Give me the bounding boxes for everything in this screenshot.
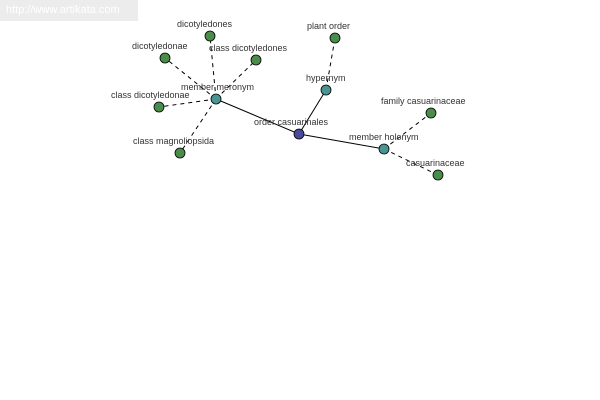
node-label-casuarinaceae[interactable]: casuarinaceae xyxy=(406,158,465,168)
edge-member-holonym-to-casuarinaceae xyxy=(383,148,439,176)
node-dot-casuarinaceae[interactable] xyxy=(432,169,444,181)
node-casuarinaceae[interactable]: casuarinaceae xyxy=(406,158,465,181)
edge-root-to-member-holonym xyxy=(298,133,385,150)
node-family-casuarinaceae[interactable]: family casuarinaceae xyxy=(381,96,466,119)
watermark-url: http://www.artikata.com xyxy=(0,0,138,21)
node-dot-family-casuarinaceae[interactable] xyxy=(425,107,437,119)
node-dot-class-dicotyledonae[interactable] xyxy=(153,101,165,113)
edge-member-holonym-to-family-casuarinaceae xyxy=(383,112,432,150)
nodes-layer: order casuarinales member meronym hypernym… xyxy=(111,19,466,181)
node-class-dicotyledones[interactable]: class dicotyledones xyxy=(209,43,288,66)
node-label-class-dicotyledonae[interactable]: class dicotyledonae xyxy=(111,90,190,100)
node-dot-hypernym[interactable] xyxy=(320,84,332,96)
node-member-holonym[interactable]: member holonym xyxy=(349,132,419,155)
node-label-hypernym[interactable]: hypernym xyxy=(306,73,346,83)
edge-hypernym-to-plant-order xyxy=(325,37,336,91)
node-label-member-holonym[interactable]: member holonym xyxy=(349,132,419,142)
node-dot-member-holonym[interactable] xyxy=(378,143,390,155)
edge-root-to-member-meronym xyxy=(215,98,300,135)
node-label-member-meronym[interactable]: member meronym xyxy=(181,82,254,92)
edge-member-meronym-to-dicotyledones xyxy=(209,35,217,100)
node-dot-dicotyledones[interactable] xyxy=(204,30,216,42)
node-class-dicotyledonae[interactable]: class dicotyledonae xyxy=(111,90,190,113)
node-dot-class-dicotyledones[interactable] xyxy=(250,54,262,66)
node-label-plant-order[interactable]: plant order xyxy=(307,21,350,31)
node-label-class-magnoliopsida[interactable]: class magnoliopsida xyxy=(133,136,214,146)
node-dot-root[interactable] xyxy=(293,128,305,140)
node-member-meronym[interactable]: member meronym xyxy=(181,82,254,105)
node-label-class-dicotyledones[interactable]: class dicotyledones xyxy=(209,43,288,53)
edges-layer xyxy=(158,35,439,176)
edge-member-meronym-to-dicotyledonae xyxy=(164,57,217,100)
node-label-dicotyledonae[interactable]: dicotyledonae xyxy=(132,41,188,51)
node-root[interactable]: order casuarinales xyxy=(254,117,329,140)
node-label-root[interactable]: order casuarinales xyxy=(254,117,329,127)
node-label-dicotyledones[interactable]: dicotyledones xyxy=(177,19,233,29)
node-dot-dicotyledonae[interactable] xyxy=(159,52,171,64)
node-dot-member-meronym[interactable] xyxy=(210,93,222,105)
edge-member-meronym-to-class-dicotyledonae xyxy=(158,98,217,108)
edge-member-meronym-to-class-dicotyledones xyxy=(215,59,257,100)
edge-member-meronym-to-class-magnoliopsida xyxy=(179,98,217,154)
node-dot-plant-order[interactable] xyxy=(329,32,341,44)
node-dicotyledonae[interactable]: dicotyledonae xyxy=(132,41,188,64)
edge-root-to-hypernym xyxy=(298,89,327,135)
node-class-magnoliopsida[interactable]: class magnoliopsida xyxy=(133,136,214,159)
node-plant-order[interactable]: plant order xyxy=(307,21,350,44)
node-hypernym[interactable]: hypernym xyxy=(306,73,346,96)
node-dicotyledones[interactable]: dicotyledones xyxy=(177,19,233,42)
node-dot-class-magnoliopsida[interactable] xyxy=(174,147,186,159)
node-label-family-casuarinaceae[interactable]: family casuarinaceae xyxy=(381,96,466,106)
